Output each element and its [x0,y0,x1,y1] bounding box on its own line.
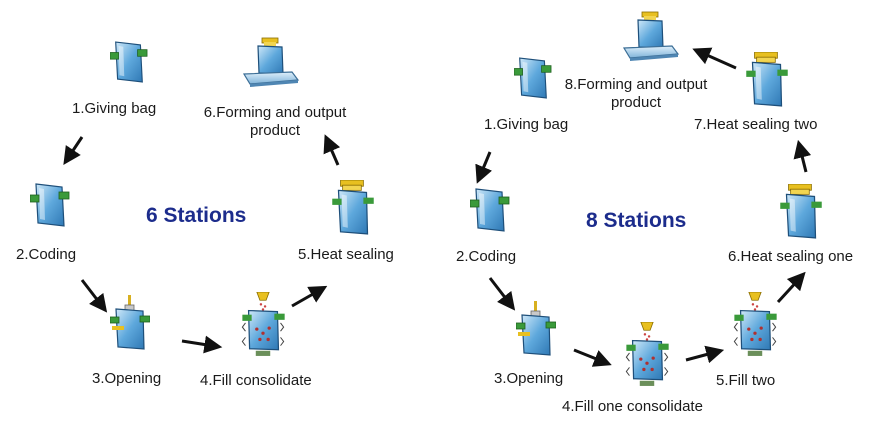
station-label: 6.Forming and output product [203,104,347,139]
opening-icon [110,294,150,350]
sealing-icon [746,52,788,107]
bag-icon [514,57,552,99]
flow-arrow [323,134,341,166]
flow-arrow [488,277,516,311]
flow-arrow [80,279,108,313]
opening-icon [516,300,556,356]
diagram-6-stations-art [30,37,374,357]
station-label: 1.Giving bag [484,116,569,133]
filling-icon [733,292,778,357]
station-label: 3.Opening [92,370,162,387]
flow-arrow [291,285,328,308]
diagram-8-stations-art [470,11,822,387]
flow-arrow [475,151,493,184]
station-label: 2.Coding [456,248,517,265]
station-label: 6.Heat sealing one [728,248,854,265]
bag-icon [30,183,70,227]
flow-arrow [776,271,806,304]
diagram-title: 6 Stations [146,204,247,227]
sealing-icon [780,184,822,239]
output-tray-icon [623,11,679,62]
flow-arrow [793,139,812,173]
diagram-title: 8 Stations [586,209,687,232]
flow-arrow [63,136,84,165]
sealing-icon [332,180,374,235]
station-label: 7.Heat sealing two [694,116,818,133]
station-label: 4.Fill one consolidate [562,398,703,415]
flow-arrow [685,345,725,364]
bag-icon [470,188,510,232]
station-label: 8.Forming and output product [564,76,708,111]
flow-arrow [692,47,737,70]
station-label: 1.Giving bag [72,100,157,117]
filling-icon [625,322,670,387]
flow-arrow [573,348,612,367]
station-label: 2.Coding [16,246,77,263]
filling-icon [241,292,286,357]
station-label: 4.Fill consolidate [200,372,312,389]
station-label: 3.Opening [494,370,564,387]
output-tray-icon [243,37,299,88]
station-label: 5.Heat sealing [298,246,394,263]
station-label: 5.Fill two [716,372,776,389]
bag-icon [110,41,148,83]
flow-arrow [181,335,223,354]
